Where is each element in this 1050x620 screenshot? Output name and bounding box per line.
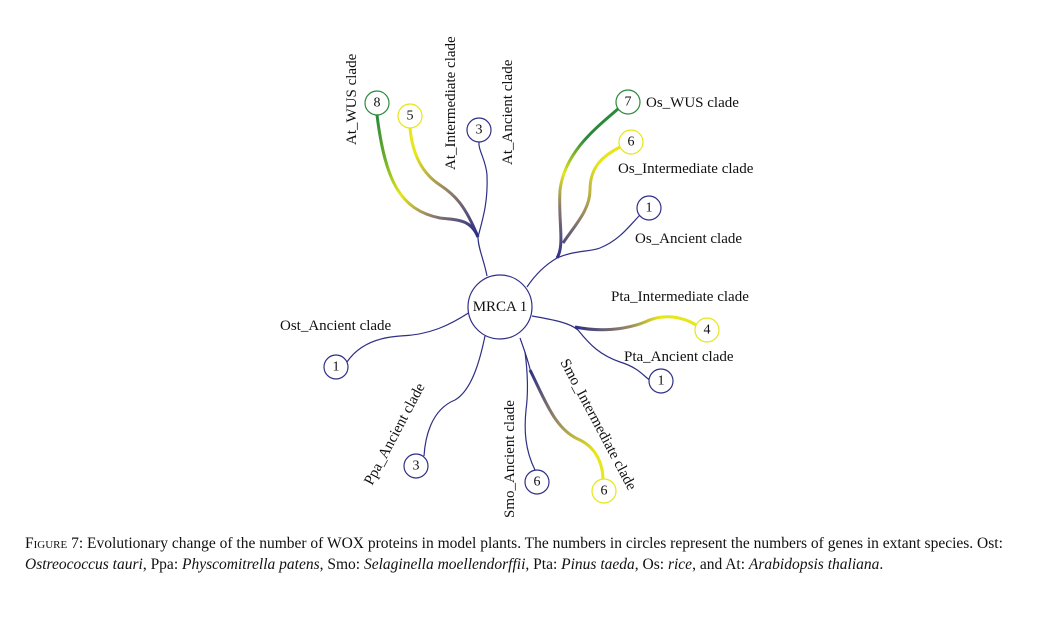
caption-species: rice	[667, 556, 693, 573]
label-at-intermediate: At_Intermediate clade	[443, 36, 459, 170]
node-at-anc: 3	[466, 117, 492, 143]
label-os-wus: Os_WUS clade	[646, 95, 739, 111]
node-ppa-anc: 3	[403, 453, 429, 479]
node-os-anc: 1	[636, 195, 662, 221]
node-circle	[591, 478, 617, 504]
node-circle	[323, 354, 349, 380]
label-ost-ancient: Ost_Ancient clade	[280, 318, 392, 334]
label-smo-intermediate: Smo_Intermediate clade	[556, 356, 639, 493]
node-circle	[648, 368, 674, 394]
figure-caption: Figure 7: Evolutionary change of the num…	[25, 533, 1025, 575]
node-circle	[403, 453, 429, 479]
caption-text: , Ppa:	[142, 556, 182, 573]
caption-text: Evolutionary change of the number of WOX…	[83, 535, 1003, 552]
branch-at-intermediate	[408, 127, 480, 238]
gene-count: 1	[646, 201, 653, 216]
node-circle	[618, 129, 644, 155]
branch-at-wus	[375, 114, 480, 238]
wox-tree-diagram: MRCA 1 8 5 3 7 6 1 4 1 1 3 6 6 At_WUS clade At_Inte…	[280, 36, 754, 518]
branch-at-stem	[477, 236, 488, 277]
caption-text: , Smo:	[319, 556, 364, 573]
label-pta-ancient: Pta_Ancient clade	[624, 349, 734, 365]
node-smo-anc: 6	[524, 469, 550, 495]
caption-text: .	[879, 556, 884, 573]
label-at-wus: At_WUS clade	[344, 53, 360, 145]
caption-text: , Pta:	[525, 556, 562, 573]
caption-species: Physcomitrella patens	[182, 556, 320, 573]
branch-at-ancient	[477, 141, 488, 238]
node-smo-int: 6	[591, 478, 617, 504]
node-pta-int: 4	[694, 317, 720, 343]
label-smo-ancient: Smo_Ancient clade	[502, 400, 518, 518]
gene-count: 1	[333, 360, 340, 375]
caption-text: , Os:	[634, 556, 668, 573]
node-circle	[524, 469, 550, 495]
branch-ost	[346, 311, 471, 363]
label-at-ancient: At_Ancient clade	[500, 59, 516, 165]
branches	[346, 106, 697, 481]
caption-figure-number: Figure 7:	[25, 535, 84, 552]
clade-labels: At_WUS clade At_Intermediate clade At_An…	[280, 36, 754, 518]
label-os-intermediate: Os_Intermediate clade	[618, 161, 754, 177]
caption-species: Ostreococcus tauri	[25, 556, 143, 573]
node-circle	[397, 103, 423, 129]
branch-smo-intermediate	[528, 369, 605, 481]
root-label: MRCA 1	[473, 299, 528, 315]
branch-pta-intermediate	[574, 315, 697, 332]
gene-count: 6	[601, 484, 608, 499]
caption-species: Selaginella moellendorffii	[363, 556, 526, 573]
node-circle	[615, 89, 641, 115]
gene-count: 7	[625, 95, 632, 110]
gene-count: 1	[658, 374, 665, 389]
node-ost-anc: 1	[323, 354, 349, 380]
branch-ppa	[423, 335, 486, 457]
node-circle	[466, 117, 492, 143]
root-node: MRCA 1	[467, 274, 533, 340]
node-os-int: 6	[618, 129, 644, 155]
label-pta-intermediate: Pta_Intermediate clade	[611, 289, 749, 305]
node-circle	[636, 195, 662, 221]
gene-count: 4	[704, 323, 711, 338]
node-circle	[364, 90, 390, 116]
gene-count: 5	[407, 109, 414, 124]
branch-smo-ancient	[524, 351, 536, 471]
node-os-wus: 7	[615, 89, 641, 115]
gene-count: 6	[628, 135, 635, 150]
caption-species: Arabidopsis thaliana	[748, 556, 880, 573]
branch-pta	[531, 315, 651, 381]
caption-species: Pinus taeda	[561, 556, 635, 573]
node-pta-anc: 1	[648, 368, 674, 394]
node-at-wus: 8	[364, 90, 390, 116]
branch-os-ancient	[556, 214, 641, 259]
caption-text: , and At:	[692, 556, 749, 573]
branch-os-stem	[526, 257, 558, 288]
node-circle	[694, 317, 720, 343]
gene-count: 8	[374, 96, 381, 111]
node-at-int: 5	[397, 103, 423, 129]
branch-os-wus	[555, 106, 620, 259]
gene-count: 6	[534, 475, 541, 490]
label-os-ancient: Os_Ancient clade	[635, 231, 742, 247]
gene-count: 3	[413, 459, 420, 474]
branch-os-intermediate	[561, 145, 621, 244]
gene-count: 3	[476, 123, 483, 138]
